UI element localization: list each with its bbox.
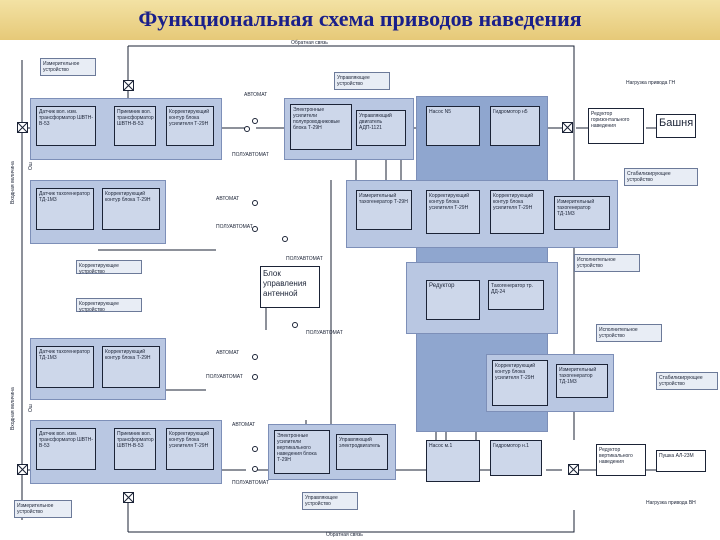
pump-vn-block: Насос м.1 (426, 440, 480, 482)
control-device-bottom-label: Управляющее устройство (302, 492, 358, 510)
switch-contact (252, 226, 258, 232)
tacho-right-bot-block: Измерительный тахогенератор ТД-1М3 (556, 364, 608, 398)
avtomat-label-2: АВТОМАТ (216, 196, 240, 202)
diagram: Обратная связь Обратная связь Измеритель… (6, 40, 718, 538)
stabilizing-device-2-label: Стабилизирующее устройство (656, 372, 718, 390)
switch-contact (252, 200, 258, 206)
measuring-device-top-label: Измерительное устройство (40, 58, 96, 76)
sensor-bottom-block: Датчик вол. изм. трансформатор ШВТН-В-53 (36, 428, 96, 470)
tacho-right-top-block: Измерительный тахогенератор ТД-1М3 (554, 196, 610, 230)
corrector-bot1-block: Корректирующий контур блока Т-29Н (102, 346, 160, 388)
corrector-top2-block: Корректирующий контур блока Т-29Н (102, 188, 160, 230)
gear-mid-block: Тахогенератор тр. ДД-24 (488, 280, 544, 310)
switch-contact (252, 466, 258, 472)
poluavtomat-label-2: ПОЛУАВТОМАТ (216, 224, 253, 230)
slide-title: Функциональная схема приводов наведения (138, 6, 582, 31)
switch-contact (292, 322, 298, 328)
input-left-bottom-label: Входная величина (10, 387, 16, 430)
reducer-vn-block: Редуктор вертикального наведения (596, 444, 646, 476)
tower-block: Башня (656, 114, 696, 138)
input-left-top-label: Входная величина (10, 161, 16, 204)
avtomat-label-1: АВТОМАТ (244, 92, 268, 98)
reducer-mid-block: Редуктор (426, 280, 480, 320)
poluavtomat-label-6: ПОЛУАВТОМАТ (232, 480, 269, 486)
avtomat-label-3: АВТОМАТ (216, 350, 240, 356)
avtomat-label-4: АВТОМАТ (232, 422, 256, 428)
sync-element-icon (17, 122, 28, 133)
sync-element-icon (568, 464, 579, 475)
poluavtomat-label-1: ПОЛУАВТОМАТ (232, 152, 269, 158)
gun-block: Пушка АЛ-23М (656, 450, 706, 472)
stabilizing-device-1-label: Стабилизирующее устройство (624, 168, 698, 186)
stab-tacho-block: Измерительный тахогенератор Т-29Н (356, 190, 412, 230)
switch-contact (282, 236, 288, 242)
amplifier-bottom-block: Электронные усилители вертикального наве… (274, 430, 330, 474)
sensor-top-block: Датчик вол. изм. трансформатор ШВТН-В-53 (36, 106, 96, 146)
poluavtomat-label-5: ПОЛУАВТОМАТ (206, 374, 243, 380)
switch-contact (252, 354, 258, 360)
tacho-left-top-block: Датчик тахогенератор ТД-1М3 (36, 188, 94, 230)
corr-vn-block: Корректирующий контур блока усилителя Т-… (492, 360, 548, 406)
control-unit-block: Блок управления антенной (260, 266, 320, 308)
load-vn-label: Нагрузка привода ВН (646, 500, 696, 506)
correcting-device-1-label: Корректирующее устройство (76, 260, 142, 275)
corrector-top1-block: Корректирующий контур блока усилителя Т-… (166, 106, 214, 146)
poluavtomat-label-3: ПОЛУАВТОМАТ (286, 256, 323, 262)
feedback-top-label: Обратная связь (291, 40, 328, 46)
hydromotor-gn-block: Гидромотор н5 (490, 106, 540, 146)
reducer-gn-block: Редуктор горизонтального наведения (588, 108, 644, 144)
amplifier-top-block: Электронные усилители полупроводниковые … (290, 104, 352, 150)
sync-element-icon (17, 464, 28, 475)
switch-contact (252, 374, 258, 380)
sync-element-icon (123, 492, 134, 503)
load-gn-label: Нагрузка привода ГН (626, 80, 676, 86)
corr-stab-2-block: Корректирующий контур блока усилителя Т-… (490, 190, 544, 234)
hydromotor-vn-block: Гидромотор н.1 (490, 440, 542, 476)
switch-contact (252, 446, 258, 452)
executive-device-1-label: Исполнительное устройство (574, 254, 640, 272)
switch-contact (252, 118, 258, 124)
sync-element-icon (123, 80, 134, 91)
osh-label-bottom: Ош (28, 404, 34, 412)
switch-contact (244, 126, 250, 132)
correcting-device-2-label: Корректирующее устройство (76, 298, 142, 313)
control-device-top-label: Управляющее устройство (334, 72, 390, 90)
executive-device-2-label: Исполнительное устройство (596, 324, 662, 342)
osh-label-top: Ош (28, 162, 34, 170)
measuring-device-bottom-label: Измерительное устройство (14, 500, 72, 518)
control-motor-top-block: Управляющий двигатель АДП-1121 (356, 110, 406, 146)
tacho-left-bot-block: Датчик тахогенератор ТД-1М3 (36, 346, 94, 388)
receiver-top-block: Приемник вол. трансформатор ШВТН-В-53 (114, 106, 156, 146)
title-bar (0, 0, 720, 40)
pump-gn-block: Насос N5 (426, 106, 480, 146)
receiver-bottom-block: Приемник вол. трансформатор ШВТН-В-53 (114, 428, 156, 470)
corrector-bot2-block: Корректирующий контур блока усилителя Т-… (166, 428, 214, 470)
control-motor-bottom-block: Управляющий электродвигатель (336, 434, 388, 470)
sync-element-icon (562, 122, 573, 133)
poluavtomat-label-4: ПОЛУАВТОМАТ (306, 330, 343, 336)
feedback-bottom-label: Обратная связь (326, 532, 363, 538)
corr-stab-1-block: Корректирующий контур блока усилителя Т-… (426, 190, 480, 234)
